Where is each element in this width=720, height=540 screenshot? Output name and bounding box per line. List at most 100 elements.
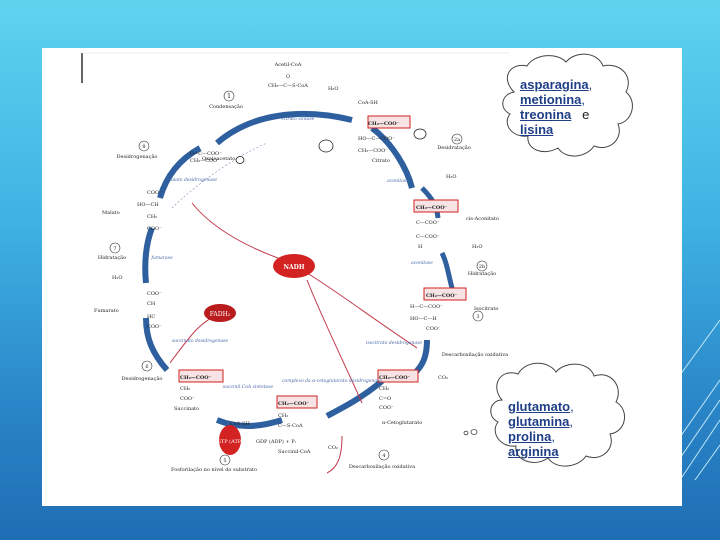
alpha-kg-label: α-Cetoglutarato [382,420,422,426]
step-3-label: Descarboxilação oxidativa [442,351,508,358]
enzyme-succinate-dh: succinato desidrogenase [172,338,229,344]
arrow-succinyl-synth [215,417,283,429]
step-2b-label: Hidratação [468,270,496,277]
svg-text:COO⁻: COO⁻ [379,405,394,411]
enzyme-isocitrate-dh: isocitrato desidrogenase [366,340,422,346]
amino-acid-4: lisina [520,122,554,137]
oxaloacetate-struct: O=C—COO⁻ [190,151,222,157]
svg-text:COO⁻: COO⁻ [147,291,162,297]
oxaloacetate-label: Oxaloacetato [202,156,235,162]
enzyme-succinyl-synthetase: succinil-CoA sintetase [223,384,274,390]
bottom-thought-cloud [463,362,625,467]
step-2a-label: Desidratação [437,144,471,151]
h2o-label-2: H₂O [446,174,456,180]
succinate-label: Succinato [174,406,199,412]
top-thought-cloud [502,53,633,157]
h2o-label-4: H₂O [112,275,122,281]
step-8-label: Desidrogenação [117,153,158,160]
enzyme-aconitase-2: aconitase [411,260,433,266]
conjunction: e [582,107,590,122]
enzyme-malate-dh: malato desidrogenase [167,177,217,183]
svg-text:CH₂—COO⁻: CH₂—COO⁻ [379,375,411,381]
svg-text:CH: CH [147,301,156,307]
amino-acid-5: glutamato [508,399,571,414]
svg-text:HC: HC [147,314,155,320]
svg-text:CH₂: CH₂ [180,386,190,392]
nadh-label: NADH [283,264,304,271]
gtp-label: GTP (ATP) [217,438,243,445]
coash-label: CoA-SH [358,100,379,106]
acetyl-formula-b: CH₃—C—S-CoA [268,83,308,89]
acetyl-coa-label: Acetil-CoA [274,62,302,68]
co2-label-a: CO₂ [438,375,448,381]
amino-acid-7: prolina [508,429,552,444]
step-5-label: Fosforilação no nível do substrato [171,466,257,473]
amino-acid-8: arginina [508,444,559,459]
water-label: H₂O [328,86,338,92]
nadh-marker [273,254,315,278]
step-6-label: Desidrogenação [122,375,163,382]
arrow-akg-complex [325,378,384,419]
enzyme-fumarase: fumarase [150,255,173,261]
arrow-condensation [215,110,353,146]
coa-sh-2-label: CoA-SH [230,421,251,427]
arrow-fumarase [142,226,155,284]
citrate-label: Citrato [372,158,390,164]
svg-text:CH₂: CH₂ [147,214,157,220]
top-annotation: asparagina, metionina, treonina e lisina [520,77,593,137]
step-3-number: 3 [476,314,479,320]
fadh2-marker [204,304,236,322]
svg-text:HO—C—H: HO—C—H [410,316,437,322]
slide-canvas: NADH FADH₂ GTP (ATP) 1 Condensação 2a De… [42,48,682,506]
isocitrate-label: Isocitrato [474,306,498,312]
h2o-label-3: H₂O [472,244,482,250]
malate-label: Malato [102,210,120,216]
amino-acid-6: glutamina [508,414,570,429]
svg-text:COO⁻: COO⁻ [147,190,162,196]
step-7-number: 7 [113,246,116,252]
arrow-citrate [370,125,415,189]
amino-acid-2: metionina [520,92,582,107]
co2-label-b: CO₂ [328,445,338,451]
cis-aconitate-label: cis-Aconitato [466,216,499,222]
enzyme-akg-complex: complexo da α-cetoglutarato desidrogenas… [282,378,382,384]
acetyl-formula-a: O [286,74,290,80]
arrow-aconitase-2 [439,251,455,289]
step-2a-number: 2a [454,137,460,143]
svg-text:COO⁻: COO⁻ [426,326,441,332]
enzyme-aconitase-1: aconitase [387,178,409,184]
svg-text:CH₂: CH₂ [278,413,288,419]
svg-text:H: H [418,244,423,250]
step-4-number: 4 [382,453,385,459]
svg-text:HO—CH: HO—CH [137,202,159,208]
svg-text:CH₂—COO⁻: CH₂—COO⁻ [416,205,448,211]
svg-text:C—S-CoA: C—S-CoA [278,423,303,429]
step-4-label: Descarboxilação oxidativa [349,463,415,470]
krebs-cycle-diagram: NADH FADH₂ GTP (ATP) 1 Condensação 2a De… [81,52,633,474]
svg-text:C=O: C=O [379,396,391,402]
svg-text:C—COO⁻: C—COO⁻ [416,220,440,226]
enzyme-citrate-synthase: citrato sintase [282,116,315,122]
step-1-label: Condensação [209,103,243,110]
step-8-number: 8 [142,144,145,150]
svg-text:COO⁻: COO⁻ [147,226,162,232]
svg-text:HO—C—COO⁻: HO—C—COO⁻ [358,136,395,142]
svg-text:COO⁻: COO⁻ [180,396,195,402]
svg-text:CH₂—COO⁻: CH₂—COO⁻ [358,148,388,154]
svg-text:COO⁻: COO⁻ [147,324,162,330]
svg-text:CH₂—COO⁻: CH₂—COO⁻ [180,375,212,381]
step-2b-number: 2b [479,264,485,270]
svg-text:CH₂—COO⁻: CH₂—COO⁻ [278,401,310,407]
amino-acid-3: treonina [520,107,572,122]
step-7-label: Hidratação [98,254,126,261]
svg-text:CH₂—COO⁻: CH₂—COO⁻ [426,293,458,299]
svg-text:H—C—COO⁻: H—C—COO⁻ [410,304,443,310]
step-5-number: 5 [223,458,226,464]
arrow-malate-dh [157,145,202,199]
arrow-succinate-dh [143,317,170,372]
amino-acid-1: asparagina [520,77,589,92]
svg-text:CH₂: CH₂ [379,386,389,392]
svg-text:CH₂—COO⁻: CH₂—COO⁻ [368,121,400,127]
svg-text:CH₂—COO⁻: CH₂—COO⁻ [190,158,220,164]
gtp-marker [219,425,241,455]
